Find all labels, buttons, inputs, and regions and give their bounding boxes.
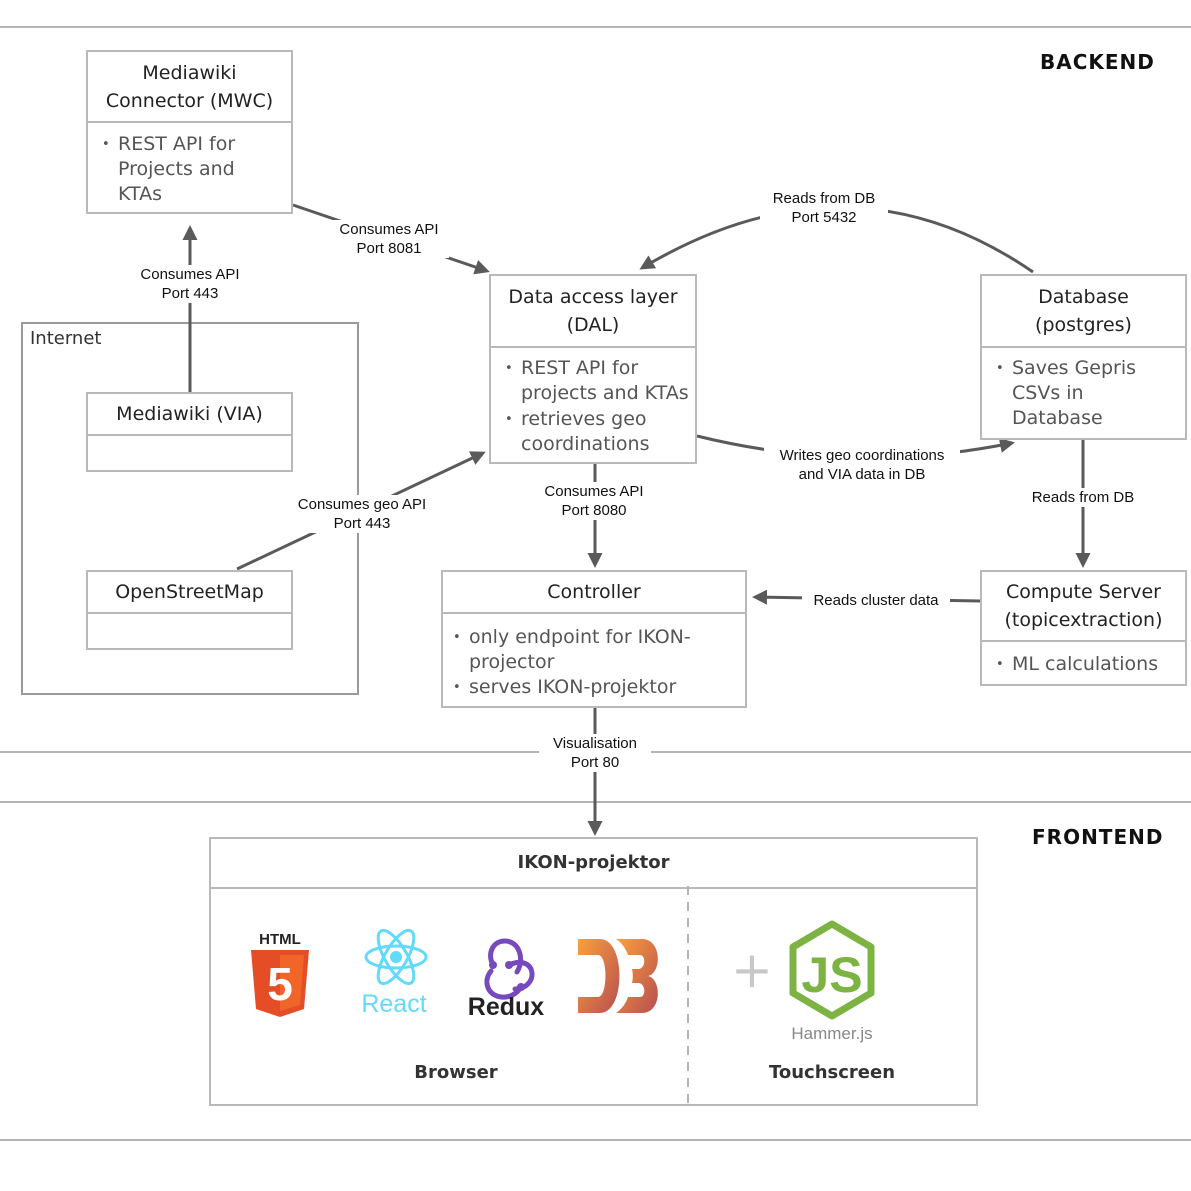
node-dal: Data access layer (DAL) •REST API for pr… <box>489 274 697 464</box>
node-via: Mediawiki (VIA) <box>86 392 293 472</box>
edge-label-controller-frontend: Visualisation Port 80 <box>539 734 651 772</box>
browser-label: Browser <box>414 1062 498 1083</box>
edge-label-via-mwc: Consumes API Port 443 <box>128 265 252 303</box>
node-compute: Compute Server (topicextraction) •ML cal… <box>980 570 1187 686</box>
react-logo: React <box>361 928 428 1017</box>
node-osm: OpenStreetMap <box>86 570 293 650</box>
react-logo-text: React <box>361 990 426 1017</box>
svg-text:JS: JS <box>801 947 862 1003</box>
node-compute-title: Compute Server (topicextraction) <box>982 572 1185 642</box>
node-mwc-bullet: •REST API for Projects and KTAs <box>102 133 236 205</box>
redux-logo-text: Redux <box>468 993 545 1017</box>
html5-logo-digit: 5 <box>267 958 293 1010</box>
frontend-section-label: FRONTEND <box>1032 825 1164 849</box>
edge-label-mwc-dal: Consumes API Port 8081 <box>329 220 449 258</box>
node-mwc: Mediawiki Connector (MWC) •REST API for … <box>86 50 293 214</box>
d3-logo <box>578 939 658 1013</box>
redux-logo: Redux <box>468 938 545 1017</box>
top-separator <box>0 26 1191 28</box>
node-controller-bullet-2: •serves IKON-projektor <box>453 676 677 698</box>
frontend-box: IKON-projektor <box>209 837 978 1106</box>
backend-section-label: BACKEND <box>1040 50 1155 74</box>
node-db: Database (postgres) •Saves Gepris CSVs i… <box>980 274 1187 440</box>
node-controller-title: Controller <box>443 572 745 614</box>
edge-label-dal-db: Writes geo coordinations and VIA data in… <box>764 446 960 484</box>
hammer-logo-text: Hammer.js <box>791 1024 872 1043</box>
frontend-title: IKON-projektor <box>211 839 976 889</box>
html5-logo: HTML 5 <box>251 931 309 1017</box>
edge-label-osm-dal: Consumes geo API Port 443 <box>287 495 437 533</box>
node-db-title: Database (postgres) <box>982 276 1185 348</box>
bottom-separator <box>0 1139 1191 1141</box>
edge-label-compute-controller: Reads cluster data <box>802 591 950 610</box>
plus-sign: + <box>731 941 773 999</box>
node-db-bullet: •Saves Gepris CSVs in Database <box>996 357 1137 429</box>
touchscreen-label: Touchscreen <box>768 1062 896 1083</box>
internet-label: Internet <box>30 328 102 349</box>
node-dal-bullet-1: •REST API for projects and KTAs <box>505 357 689 404</box>
html5-logo-text: HTML <box>259 931 301 948</box>
node-controller: Controller •only endpoint for IKON- proj… <box>441 570 747 708</box>
edge-label-dal-controller: Consumes API Port 8080 <box>531 482 657 520</box>
node-controller-bullet-1: •only endpoint for IKON- projector <box>453 626 691 673</box>
edge-label-db-compute: Reads from DB <box>1022 488 1144 507</box>
nodejs-logo: JS Hammer.js <box>789 920 875 1043</box>
node-compute-bullet: •ML calculations <box>996 653 1159 675</box>
node-dal-bullet-2: •retrieves geo coordinations <box>505 408 650 455</box>
node-dal-title: Data access layer (DAL) <box>491 276 695 348</box>
edge-label-db-dal: Reads from DB Port 5432 <box>760 189 888 227</box>
frontend-divider <box>687 886 689 1106</box>
node-osm-title: OpenStreetMap <box>88 572 291 614</box>
node-mwc-title: Mediawiki Connector (MWC) <box>88 52 291 123</box>
node-via-title: Mediawiki (VIA) <box>88 394 291 436</box>
